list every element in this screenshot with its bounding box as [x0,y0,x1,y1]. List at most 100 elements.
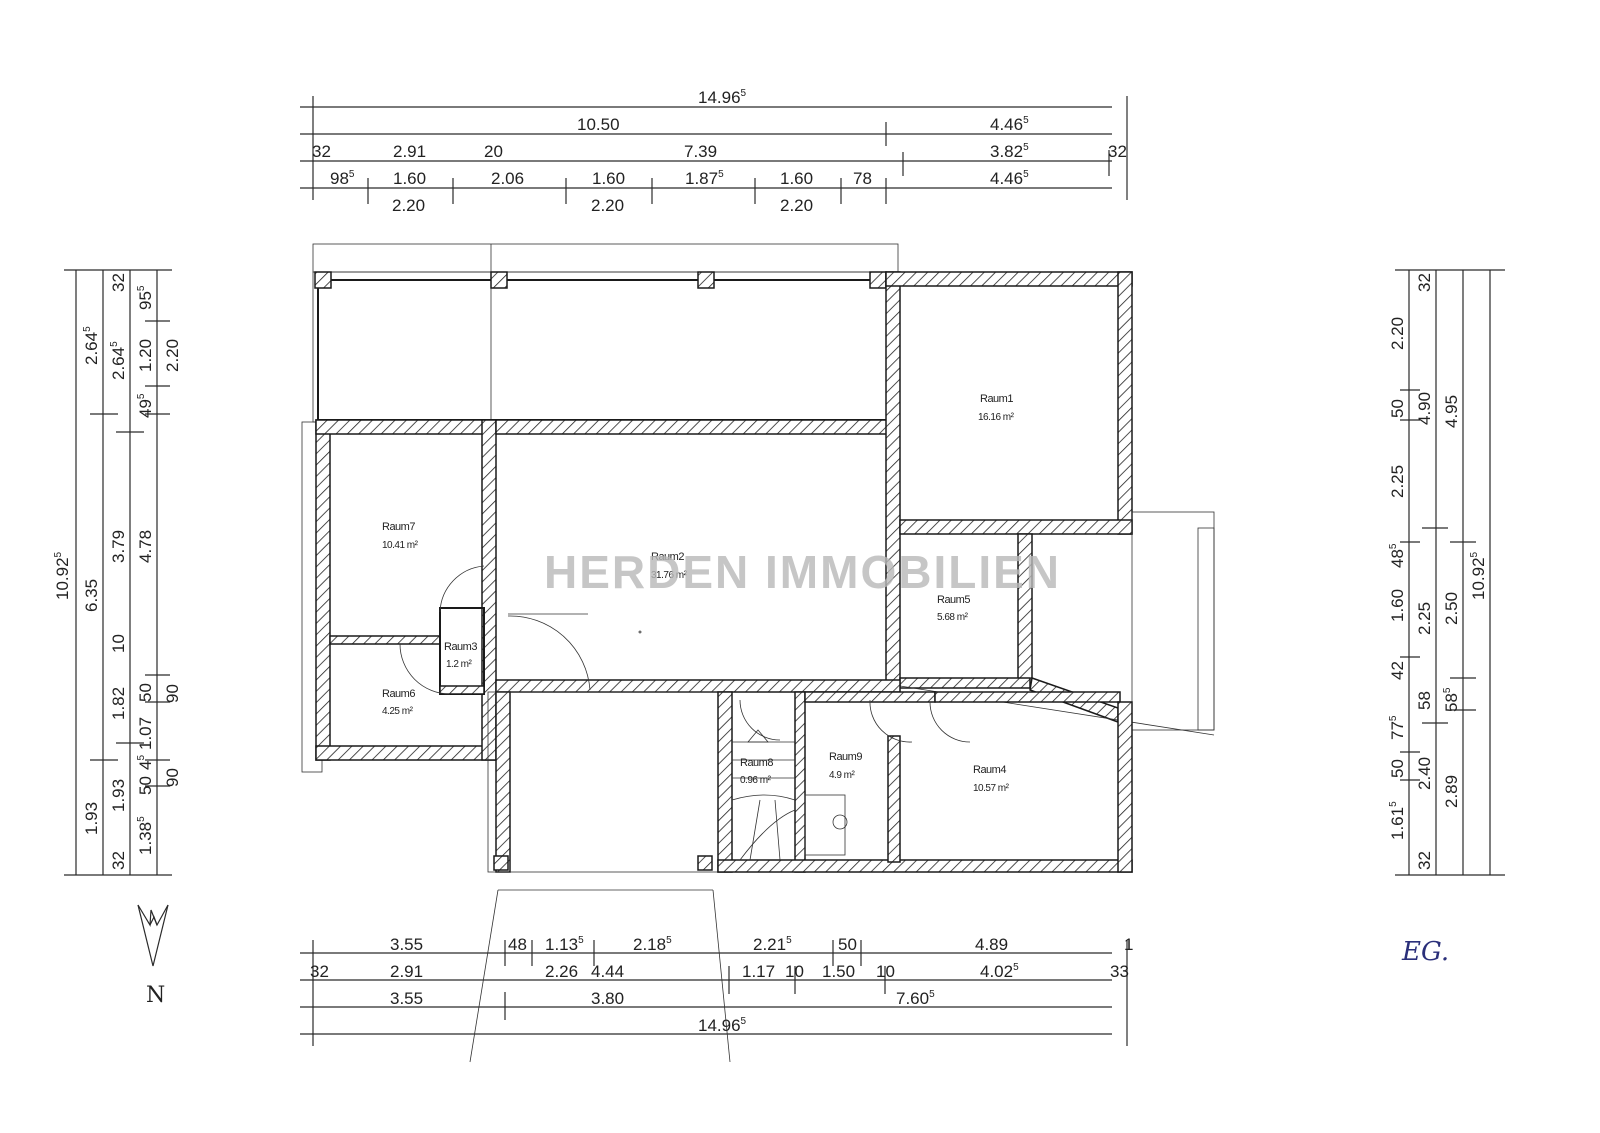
room-area-raum8: 0.96 m² [740,775,772,786]
dim-label: 2.26 [545,962,578,981]
dim-label: 78 [853,169,872,188]
room-label-raum4: Raum4 [973,764,1006,776]
dim-label: 45 [136,755,155,770]
dim-label: 3.80 [591,989,624,1008]
floor-label: EG. [1401,937,1449,967]
dim-label: 3.55 [390,989,423,1008]
room-area-raum1: 16.16 m² [978,412,1015,423]
room-area-raum3: 1.2 m² [446,659,473,670]
dim-label: 50 [838,935,857,954]
dim-label: 90 [163,768,182,787]
room-label-raum8: Raum8 [740,757,773,769]
dim-label: 50 [136,776,155,795]
dim-label: 2.06 [491,169,524,188]
dim-label: 2.91 [393,142,426,161]
dim-label: 2.645 [82,326,101,365]
dim-label: 2.20 [163,339,182,372]
room-label-raum6: Raum6 [382,688,415,700]
dim-label: 2.20 [392,196,425,215]
dim-label: 585 [1442,687,1461,712]
dim-label: 10 [109,634,128,653]
dim-label: 20 [484,142,503,161]
dim-label: 48 [508,935,527,954]
room-label-raum2: Raum2 [651,551,684,563]
dim-label: 4.44 [591,962,624,981]
dim-label: 1.07 [136,717,155,750]
dim-label: 1.875 [685,169,724,188]
dim-bottom-total: 14.965 [698,1016,747,1035]
dim-label: 2.215 [753,935,792,954]
dim-label: 2.40 [1415,757,1434,790]
dim-label: 955 [136,285,155,310]
dim-label: 32 [1108,142,1127,161]
dim-label: 10 [876,962,895,981]
dim-label: 50 [1388,399,1407,418]
dim-label: 32 [109,851,128,870]
door-swing-icon [869,699,913,743]
dim-label: 2.185 [633,935,672,954]
right-dimension-chain: 2.20 50 2.25 485 1.60 42 775 50 1.615 32… [1388,269,1505,876]
dim-label: 775 [1388,715,1407,740]
room-area-raum6: 4.25 m² [382,706,414,717]
dim-label: 6.35 [82,579,101,612]
dim-label: 32 [1415,273,1434,292]
dim-label: 1 [1124,935,1133,954]
dim-label: 90 [163,684,182,703]
dim-label: 7.39 [684,142,717,161]
dim-label: 2.20 [780,196,813,215]
dim-label: 2.89 [1442,775,1461,808]
dim-label: 32 [310,962,329,981]
room-area-raum9: 4.9 m² [829,770,856,781]
staircase-icon [731,729,796,861]
dim-label: 4.90 [1415,392,1434,425]
dim-label: 58 [1415,691,1434,710]
left-dimension-chain: 10.925 2.645 6.35 1.93 32 2.645 3.79 10 … [53,269,182,876]
dim-label: 1.93 [109,779,128,812]
dim-label: 32 [1415,851,1434,870]
north-arrow-icon [137,904,169,967]
north-label: N [146,983,165,1008]
dim-label: 985 [330,169,355,188]
dim-label: 1.60 [1388,589,1407,622]
bottom-dimension-chain: 3.55 48 1.135 2.185 2.215 50 4.89 1 32 2… [300,889,1133,1063]
top-dimension-chain: 14.965 10.50 4.465 32 2.91 20 7.39 3.825… [300,88,1128,215]
dim-label: 50 [136,683,155,702]
dim-label: 1.60 [393,169,426,188]
dim-label: 1.135 [545,935,584,954]
dim-right-total: 10.925 [1469,551,1488,600]
dim-label: 4.025 [980,962,1019,981]
dim-top-4-46: 4.465 [990,115,1029,134]
dim-label: 4.89 [975,935,1008,954]
room-area-raum4: 10.57 m² [973,783,1010,794]
room-label-raum7: Raum7 [382,521,415,533]
dim-label: 42 [1388,661,1407,680]
dim-label: 4.465 [990,169,1029,188]
dim-label: 3.79 [109,530,128,563]
dim-top-total: 14.965 [698,88,747,107]
dim-label: 1.17 [742,962,775,981]
dim-label: 1.93 [82,802,101,835]
dim-label: 1.385 [136,816,155,855]
building-outline [301,243,1215,873]
dim-label: 1.82 [109,687,128,720]
dim-label: 10 [785,962,804,981]
room-area-raum5: 5.68 m² [937,612,969,623]
dim-label: 1.50 [822,962,855,981]
dim-label: 32 [109,273,128,292]
dim-label: 3.825 [990,142,1029,161]
dim-label: 1.60 [780,169,813,188]
door-swing-icon [399,643,451,695]
dim-label: 2.20 [1388,317,1407,350]
dim-label: 2.20 [591,196,624,215]
dim-label: 2.25 [1415,602,1434,635]
room-label-raum9: Raum9 [829,751,862,763]
dim-label: 2.25 [1388,465,1407,498]
dim-label: 2.50 [1442,592,1461,625]
dim-label: 32 [312,142,331,161]
dim-label: 2.91 [390,962,423,981]
room-labels: Raum1 16.16 m² Raum2 31.76 m² Raum3 1.2 … [382,393,1015,794]
dim-label: 485 [1388,543,1407,568]
dim-label: 50 [1388,759,1407,778]
dim-label: 7.605 [896,989,935,1008]
